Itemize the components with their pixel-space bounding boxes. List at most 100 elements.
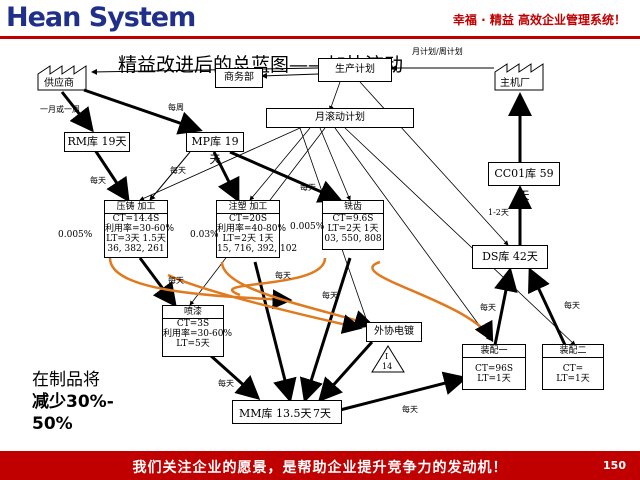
process-painting-lt: LT=5天 (176, 339, 210, 349)
arrow-supplier-mp (83, 88, 203, 135)
process-assembly1-lt: LT=1天 (477, 374, 511, 384)
inventory-triangle-icon (371, 345, 405, 373)
customer-factory-icon (494, 63, 544, 91)
wip-note-line1: 在制品将 (32, 370, 100, 390)
process-assembly2-lt: LT=1天 (556, 374, 590, 384)
label-daily-3: 每天 (300, 183, 316, 192)
mm-stock-label: MM库 13.5天 (239, 407, 312, 420)
monthly-plan-box: 月滚动计划 (266, 108, 414, 128)
process-casting-name: 压铸 加工 (105, 201, 167, 214)
inventory-i-label: I (385, 352, 389, 361)
arrow-casting-painting (138, 257, 177, 308)
label-one-two-months: 一月或一周 (40, 105, 80, 114)
arrow-mp-molding (212, 151, 240, 203)
process-painting-name: 喷漆 (163, 306, 223, 319)
process-molding: 注塑 加工 CT=20S 利用率=40-80% LT=2天 1天 15, 716… (216, 200, 298, 258)
wip-note-line3: 50% (32, 414, 73, 434)
mm-stock-days: 7天 (313, 407, 331, 420)
label-daily-1: 每天 (90, 176, 106, 185)
arrow-outsource-mm (317, 340, 374, 403)
label-one-two-days: 1-2天 (488, 208, 509, 217)
label-daily-8: 每天 (402, 405, 418, 414)
process-molding-util: 利用率=40-80% (217, 224, 287, 234)
process-milling-num: 03, 550, 808 (324, 234, 382, 244)
process-molding-num: 15, 716, 392, 102 (217, 244, 298, 254)
label-daily-6: 每天 (322, 291, 338, 300)
process-milling: 铣齿 CT=9.6S LT=2天 1天 03, 550, 808 (322, 200, 384, 250)
mp-stock-box: MP库 19天 (186, 132, 244, 166)
process-painting-ct: CT=3S (176, 319, 210, 329)
arrow-supplier-rm (60, 91, 94, 133)
process-milling-name: 铣齿 (323, 201, 383, 214)
process-casting-num: 36, 382, 261 (107, 244, 165, 254)
plan-line-7 (329, 81, 341, 111)
arrow-plan-supplier (91, 67, 319, 75)
page-number: 150 (603, 459, 626, 472)
percent-3: 0.005% (290, 222, 325, 232)
customer-label: 主机厂 (500, 78, 530, 89)
process-assembly1: 装配一 CT=96S LT=1天 (462, 344, 526, 390)
footer: 我们关注企业的愿景，是帮助企业提升竞争力的发动机！ 150 (0, 451, 640, 480)
process-milling-ct: CT=9.6S (332, 214, 374, 224)
plan-line-2 (249, 127, 311, 201)
label-daily-10: 每天 (564, 301, 580, 310)
ds-stock-box: DS库 42天 (472, 245, 548, 269)
header: Hean System 幸福 · 精益 高效企业管理系统！ (0, 0, 640, 36)
process-molding-name: 注塑 加工 (217, 201, 279, 214)
supplier-factory-icon (37, 65, 87, 91)
inventory-14-label: 14 (382, 362, 393, 371)
logo: Hean System (6, 2, 196, 33)
label-daily-4: 每天 (168, 276, 184, 285)
orange-loop-ds (371, 260, 494, 343)
arrow-plan-business (261, 72, 319, 79)
supplier-label: 供应商 (44, 78, 74, 89)
wip-note: 在制品将 减少30%- 50% (32, 369, 114, 435)
process-assembly1-ct: CT=96S (474, 364, 514, 374)
arrow-assembly-ds (493, 267, 518, 346)
process-casting-lt: LT=3天 1.5天 (106, 234, 166, 244)
percent-2: 0.03% (190, 230, 219, 240)
mm-stock-box: MM库 13.5天 7天 (232, 400, 342, 424)
arrow-mp-casting (149, 151, 191, 201)
process-molding-ct: CT=20S (228, 214, 268, 224)
plan-note: 月计划/周计划 (412, 47, 463, 56)
plan-line-3 (319, 127, 351, 201)
label-weekly: 每周 (168, 103, 184, 112)
process-casting-util: 利用率=30-60% (105, 224, 175, 234)
footer-slogan: 我们关注企业的愿景，是帮助企业提升竞争力的发动机！ (132, 460, 508, 476)
cc-stock-box: CC01库 59天 (488, 162, 560, 202)
process-casting: 压铸 加工 CT=14.4S 利用率=30-60% LT=3天 1.5天 36,… (104, 200, 175, 258)
arrow-milling-mm (299, 257, 352, 403)
plan-line-6 (344, 127, 576, 346)
process-assembly2-name: 装配二 (543, 345, 603, 358)
plan-line-5 (334, 127, 491, 341)
arrow-painting-mm (208, 353, 261, 401)
label-daily-7: 每天 (218, 379, 234, 388)
process-milling-lt: LT=2天 1天 (327, 224, 379, 234)
rm-stock-box: RM库 19天 (64, 132, 130, 152)
arrow-molding-mm (253, 261, 297, 403)
label-daily-9: 每天 (480, 303, 496, 312)
orange-loop-milling (230, 257, 327, 297)
header-rule (0, 36, 640, 39)
process-casting-ct: CT=14.4S (112, 214, 160, 224)
percent-1: 0.005% (58, 230, 93, 240)
header-slogan: 幸福 · 精益 高效企业管理系统！ (452, 13, 626, 27)
process-painting-util: 利用率=30-60% (163, 329, 233, 339)
process-assembly2: 装配二 CT= LT=1天 (542, 344, 604, 390)
business-box: 商务部 (215, 68, 263, 88)
process-molding-lt: LT=2天 1天 (222, 234, 274, 244)
wip-note-line2: 减少30%- (32, 392, 114, 412)
label-daily-5: 每天 (275, 271, 291, 280)
arrow-mp-milling (229, 150, 343, 203)
arrow-rm-casting (93, 149, 130, 203)
label-daily-2: 每天 (170, 166, 186, 175)
arrow-assembly2-ds (528, 267, 567, 346)
outsource-plating-box: 外协电镀 (366, 322, 422, 342)
process-assembly2-ct: CT= (562, 364, 584, 374)
orange-loop-casting (108, 257, 293, 310)
process-assembly1-name: 装配一 (463, 345, 525, 358)
plan-box: 生产计划 (318, 58, 392, 82)
arrow-mm-assembly (339, 371, 468, 412)
